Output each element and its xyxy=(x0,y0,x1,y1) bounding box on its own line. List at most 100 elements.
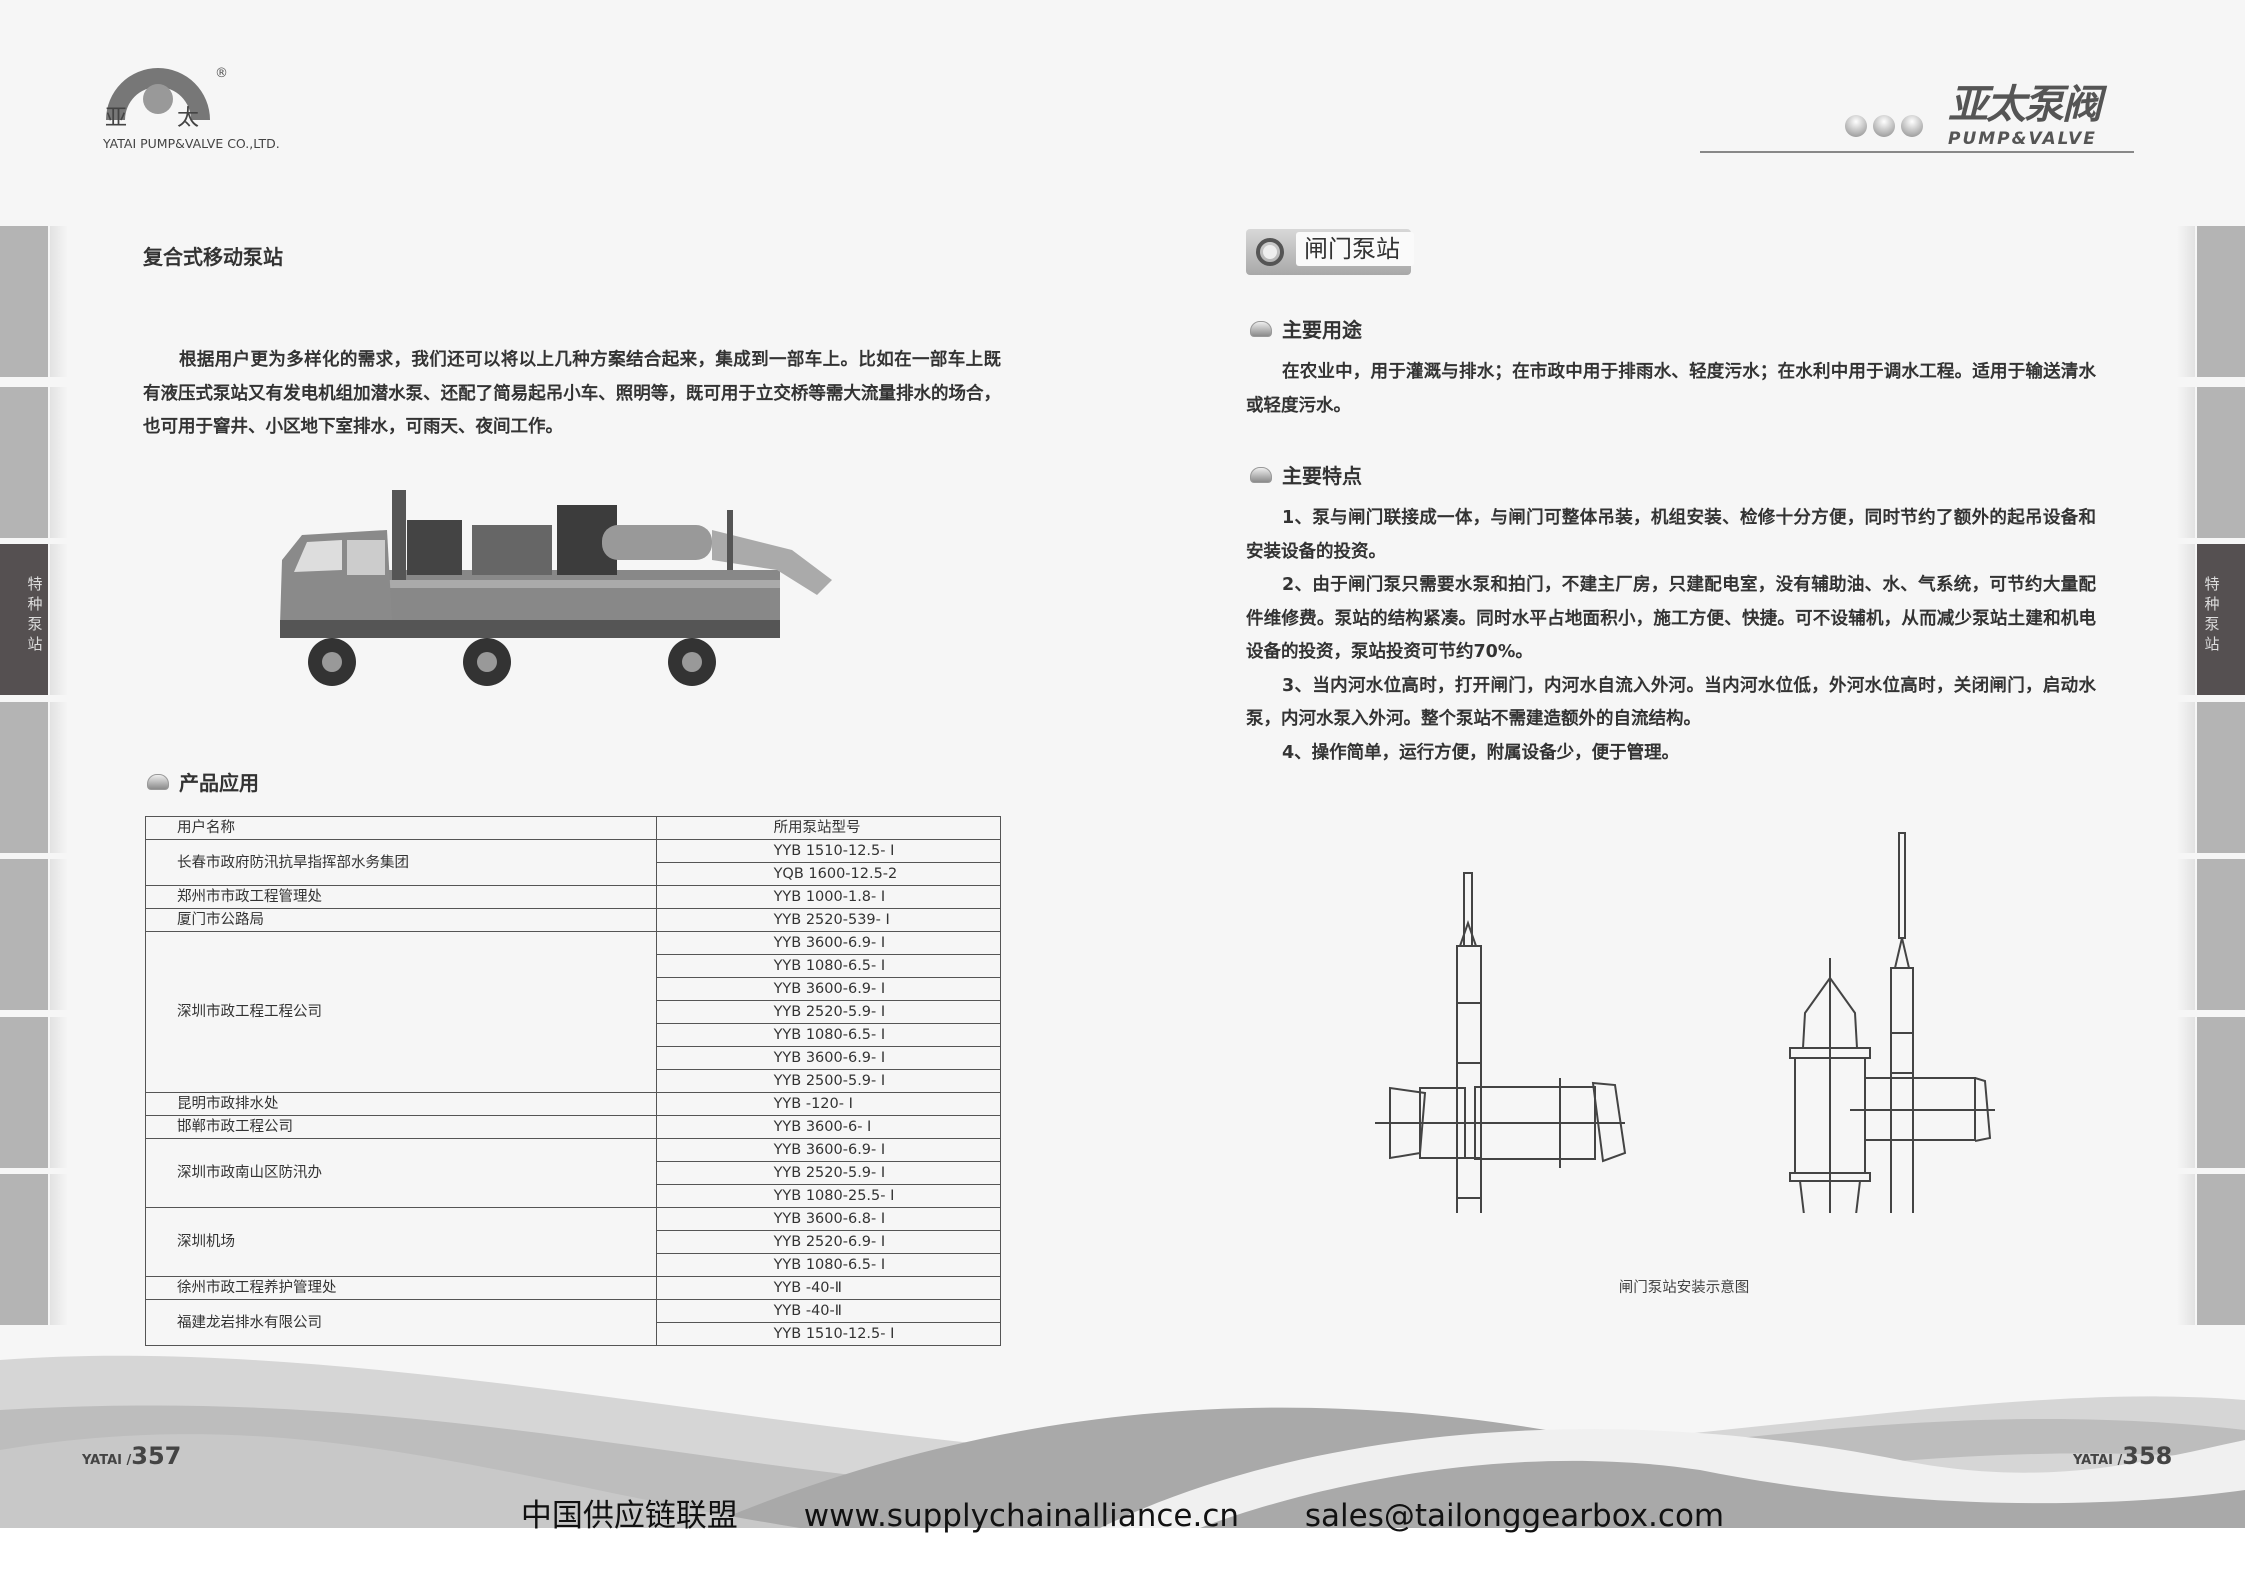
side-tab-5[interactable] xyxy=(2177,859,2245,1010)
model-cell: YYB 1080-6.5- Ⅰ xyxy=(655,954,1002,978)
model-cell: YYB -40-Ⅱ xyxy=(655,1276,1002,1300)
diagram-vertical-pump xyxy=(1789,832,1995,1213)
page-title-right-box: 闸门泵站 xyxy=(1246,229,1414,275)
side-tab-7[interactable] xyxy=(2177,1174,2245,1325)
company-logo: ® 亚 太 YATAI PUMP&VALVE CO.,LTD. xyxy=(103,62,343,157)
feature-item: 4、操作简单，运行方便，附属设备少，便于管理。 xyxy=(1282,742,1680,763)
model-cell: YYB 1510-12.5- Ⅰ xyxy=(655,1322,1002,1346)
user-name-cell: 深圳市政南山区防汛办 xyxy=(145,1138,657,1208)
page-number-left: YATAI /357 xyxy=(82,1442,181,1470)
table-row: YYB 1080-6.5- Ⅰ xyxy=(146,954,1002,978)
section-title: 产品应用 xyxy=(179,771,259,795)
user-name-cell: 昆明市政排水处 xyxy=(145,1092,657,1116)
footer-email-link[interactable]: sales@tailonggearbox.com xyxy=(1304,1498,1725,1534)
side-tab-label: 特种泵站 xyxy=(27,575,43,653)
logo-arch-icon xyxy=(106,68,210,120)
mobile-pump-truck-image xyxy=(280,490,832,686)
side-tab-2[interactable] xyxy=(0,387,68,538)
footer-org: 中国供应链联盟 xyxy=(520,1498,738,1534)
model-cell: YYB 1080-25.5- Ⅰ xyxy=(655,1184,1002,1208)
brand-header: 亚太泵阀 PUMP&VALVE xyxy=(1700,85,2140,155)
company-name-en: YATAI PUMP&VALVE CO.,LTD. xyxy=(103,136,280,151)
side-tab-6[interactable] xyxy=(0,1017,68,1168)
side-tab-7[interactable] xyxy=(0,1174,68,1325)
side-tab-4[interactable] xyxy=(0,702,68,853)
section-title: 主要用途 xyxy=(1282,318,1362,342)
bullet-icon xyxy=(1250,320,1272,337)
model-cell: YYB 2520-6.9- Ⅰ xyxy=(655,1230,1002,1254)
table-row: YQB 1600-12.5-2 xyxy=(146,862,1002,886)
model-cell: YYB 1510-12.5- Ⅰ xyxy=(655,839,1002,863)
page-number: 358 xyxy=(2122,1442,2173,1470)
side-tab-label: 特种泵站 xyxy=(2204,575,2220,653)
column-header: 用户名称 xyxy=(145,816,657,840)
user-name-cell: 郑州市市政工程管理处 xyxy=(145,885,657,909)
side-tab-3[interactable]: 特种泵站 xyxy=(0,544,68,695)
intro-text: 根据用户更为多样化的需求，我们还可以将以上几种方案结合起来，集成到一部车上。比如… xyxy=(143,350,1001,437)
page-title-right: 闸门泵站 xyxy=(1296,232,1414,266)
section-heading-usage: 主要用途 xyxy=(1250,314,1362,343)
refresh-ring-icon xyxy=(1256,238,1284,266)
side-tab-5[interactable] xyxy=(0,859,68,1010)
usage-text: 在农业中，用于灌溉与排水；在市政中用于排雨水、轻度污水；在水利中用于调水工程。适… xyxy=(1246,362,2096,416)
logo-cn-1: 亚 xyxy=(105,106,128,131)
page-number-right: YATAI /358 xyxy=(2073,1442,2172,1470)
feature-item: 3、当内河水位高时，打开闸门，内河水自流入外河。当内河水位低，外河水位高时，关闭… xyxy=(1246,675,2096,730)
table-row: YYB 1080-6.5- Ⅰ xyxy=(146,1253,1002,1277)
model-cell: YYB 2520-5.9- Ⅰ xyxy=(655,1000,1002,1024)
gate-pump-installation-diagram xyxy=(1375,832,1995,1213)
decorative-dots-icon xyxy=(1845,115,1923,137)
section-title: 主要特点 xyxy=(1282,464,1362,488)
page-prefix: YATAI / xyxy=(2073,1453,2123,1468)
side-tab-6[interactable] xyxy=(2177,1017,2245,1168)
side-tab-2[interactable] xyxy=(2177,387,2245,538)
model-cell: YYB 3600-6.9- Ⅰ xyxy=(655,1046,1002,1070)
table-row: YYB 2520-6.9- Ⅰ xyxy=(146,1230,1002,1254)
footer-website-link[interactable]: www.supplychainalliance.cn xyxy=(803,1498,1240,1534)
intro-paragraph: 根据用户更为多样化的需求，我们还可以将以上几种方案结合起来，集成到一部车上。比如… xyxy=(143,344,1001,445)
features-list: 1、泵与闸门联接成一体，与闸门可整体吊装，机组安装、检修十分方便，同时节约了额外… xyxy=(1246,502,2096,770)
diagram-caption: 闸门泵站安装示意图 xyxy=(1618,1280,1750,1296)
model-cell: YYB 1000-1.8- Ⅰ xyxy=(655,885,1002,909)
bullet-icon xyxy=(147,773,169,790)
feature-item: 2、由于闸门泵只需要水泵和拍门，不建主厂房，只建配电室，没有辅助油、水、气系统，… xyxy=(1246,575,2096,662)
diagram-horizontal-pump xyxy=(1375,872,1627,1213)
usage-paragraph: 在农业中，用于灌溉与排水；在市政中用于排雨水、轻度污水；在水利中用于调水工程。适… xyxy=(1246,356,2096,423)
model-cell: YYB 3600-6.8- Ⅰ xyxy=(655,1207,1002,1231)
page-prefix: YATAI / xyxy=(82,1453,132,1468)
model-cell: YYB -120- Ⅰ xyxy=(655,1092,1002,1116)
header-divider xyxy=(1700,151,2134,153)
user-name-cell: 徐州市政工程养护管理处 xyxy=(145,1276,657,1300)
model-cell: YYB 2520-539- Ⅰ xyxy=(655,908,1002,932)
page-number: 357 xyxy=(131,1442,182,1470)
brand-en: PUMP&VALVE xyxy=(1948,129,2097,149)
table-row: YYB 1510-12.5- Ⅰ xyxy=(146,1322,1002,1346)
side-tab-1[interactable] xyxy=(0,226,68,377)
model-cell: YYB 1080-6.5- Ⅰ xyxy=(655,1253,1002,1277)
brand-cn: 亚太泵阀 xyxy=(1948,82,2102,128)
page-title-left: 复合式移动泵站 xyxy=(143,245,283,269)
user-name-cell: 深圳机场 xyxy=(145,1207,657,1277)
user-name-cell: 长春市政府防汛抗旱指挥部水务集团 xyxy=(145,839,657,886)
side-tab-3[interactable]: 特种泵站 xyxy=(2177,544,2245,695)
model-cell: YQB 1600-12.5-2 xyxy=(655,862,1002,886)
registered-mark: ® xyxy=(215,66,228,81)
side-tab-4[interactable] xyxy=(2177,702,2245,853)
table-row: YYB 3600-6.9- Ⅰ xyxy=(146,977,1002,1001)
model-cell: YYB 2520-5.9- Ⅰ xyxy=(655,1161,1002,1185)
user-name-cell: 深圳市政工程工程公司 xyxy=(145,931,657,1093)
table-header-row: 用户名称所用泵站型号 xyxy=(145,816,1002,840)
model-cell: YYB 3600-6- Ⅰ xyxy=(655,1115,1002,1139)
model-cell: YYB 3600-6.9- Ⅰ xyxy=(655,977,1002,1001)
side-tab-1[interactable] xyxy=(2177,226,2245,377)
section-heading-features: 主要特点 xyxy=(1250,460,1362,489)
